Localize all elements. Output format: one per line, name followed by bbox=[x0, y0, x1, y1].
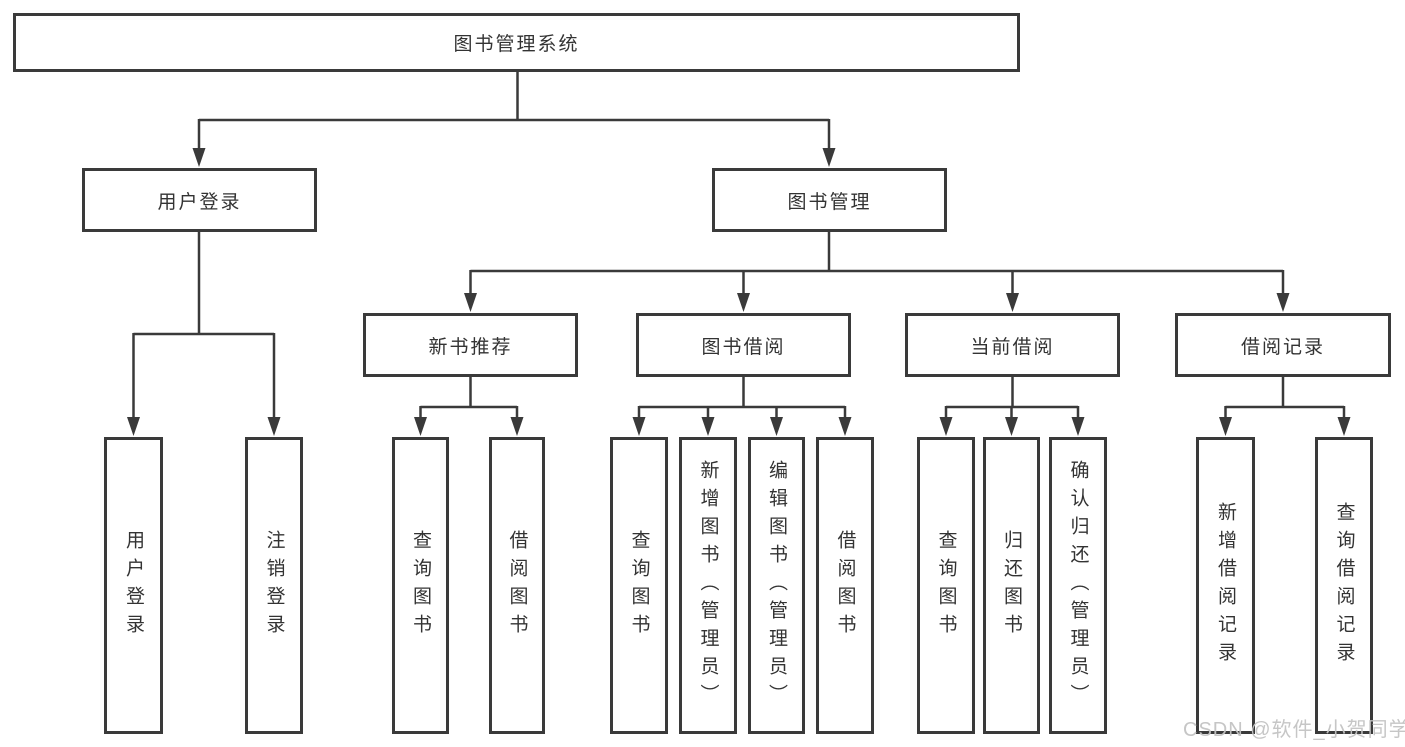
node-label: 图书借阅 bbox=[701, 336, 786, 358]
node-label: 图书管理系统 bbox=[453, 34, 580, 55]
node-library-management-system: 图书管理系统 bbox=[13, 13, 1020, 72]
leaf-query-books-recommend: 查询图书 bbox=[392, 437, 449, 734]
leaf-label: 新增图书（管理员） bbox=[697, 459, 719, 712]
node-user-login: 用户登录 bbox=[82, 168, 317, 232]
leaf-label: 用户登录 bbox=[123, 529, 144, 642]
leaf-label: 查询图书 bbox=[410, 529, 431, 642]
node-new-book-recommendation: 新书推荐 bbox=[363, 313, 578, 377]
leaf-label: 新增借阅记录 bbox=[1215, 501, 1236, 670]
leaf-label: 借阅图书 bbox=[506, 529, 528, 642]
leaf-label: 注销登录 bbox=[263, 529, 285, 642]
leaf-query-books-current: 查询图书 bbox=[917, 437, 975, 734]
leaf-query-borrow-record: 查询借阅记录 bbox=[1315, 437, 1373, 734]
node-label: 新书推荐 bbox=[428, 336, 513, 358]
leaf-add-borrow-record: 新增借阅记录 bbox=[1196, 437, 1255, 734]
leaf-label: 查询图书 bbox=[628, 529, 650, 642]
leaf-label: 确认归还（管理员） bbox=[1067, 459, 1089, 712]
leaf-return-books: 归还图书 bbox=[983, 437, 1040, 734]
leaf-logout: 注销登录 bbox=[245, 437, 303, 734]
leaf-label: 编辑图书（管理员） bbox=[766, 459, 787, 712]
node-book-management: 图书管理 bbox=[712, 168, 947, 232]
node-label: 借阅记录 bbox=[1240, 336, 1325, 358]
leaf-add-book-admin: 新增图书（管理员） bbox=[679, 437, 737, 734]
node-label: 用户登录 bbox=[157, 191, 242, 213]
leaf-borrow-books-borrowing: 借阅图书 bbox=[816, 437, 874, 734]
node-book-borrowing: 图书借阅 bbox=[636, 313, 851, 377]
leaf-label: 查询借阅记录 bbox=[1333, 501, 1355, 670]
leaf-user-login: 用户登录 bbox=[104, 437, 163, 734]
leaf-edit-book-admin: 编辑图书（管理员） bbox=[748, 437, 805, 734]
leaf-label: 借阅图书 bbox=[834, 529, 856, 642]
node-label: 当前借阅 bbox=[970, 336, 1055, 358]
leaf-borrow-books-recommend: 借阅图书 bbox=[489, 437, 545, 734]
node-borrowing-records: 借阅记录 bbox=[1175, 313, 1391, 377]
leaf-label: 查询图书 bbox=[935, 529, 957, 642]
leaf-label: 归还图书 bbox=[1001, 529, 1022, 642]
csdn-watermark: CSDN @软件_小贺同学 bbox=[1183, 719, 1405, 741]
leaf-query-books-borrowing: 查询图书 bbox=[610, 437, 668, 734]
node-label: 图书管理 bbox=[787, 191, 872, 213]
node-current-borrowing: 当前借阅 bbox=[905, 313, 1120, 377]
leaf-confirm-return-admin: 确认归还（管理员） bbox=[1049, 437, 1107, 734]
